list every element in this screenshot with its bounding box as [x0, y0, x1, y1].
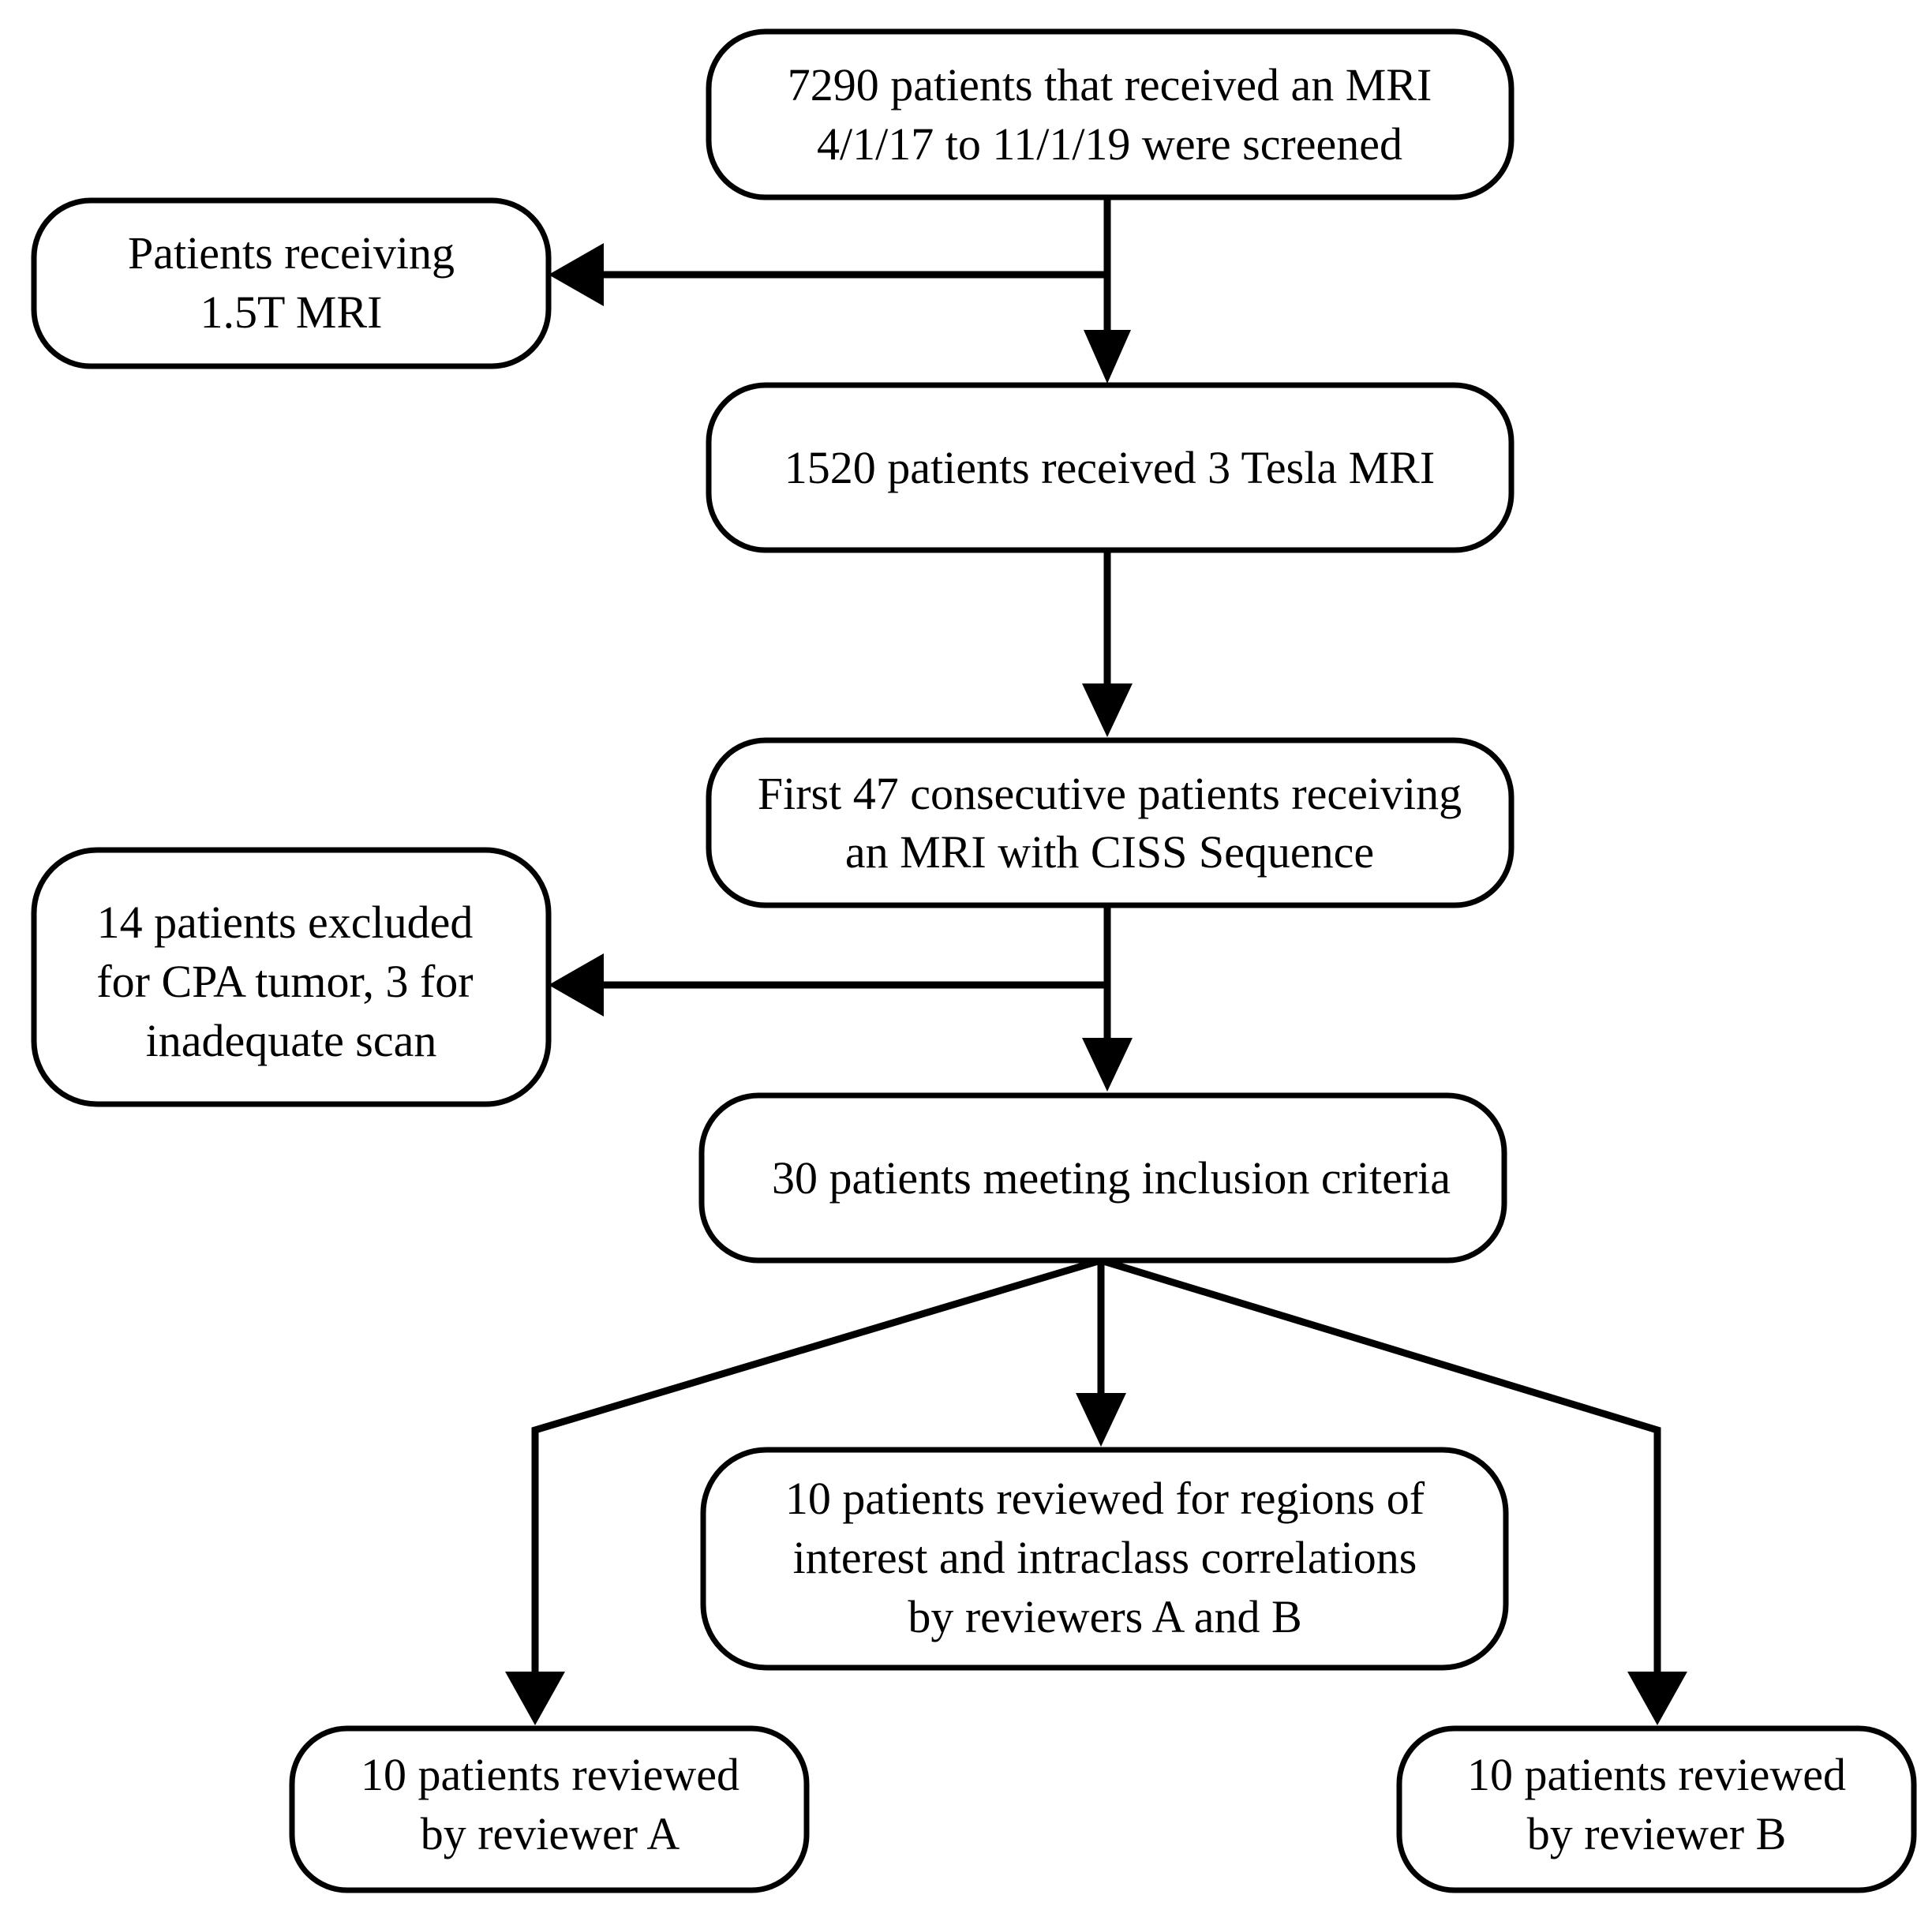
box-first-47-line-2: an MRI with CISS Sequence — [845, 826, 1374, 878]
box-excluded-15t-line-1: Patients receiving — [128, 227, 455, 279]
box-reviewer-a-line-2: by reviewer A — [421, 1808, 680, 1859]
box-first-47: First 47 consecutive patients receiving … — [706, 737, 1515, 908]
box-screened: 7290 patients that received an MRI 4/1/1… — [706, 28, 1515, 200]
box-first-47-line-1: First 47 consecutive patients receiving — [758, 768, 1462, 819]
box-received-3t: 1520 patients received 3 Tesla MRI — [706, 382, 1515, 553]
arrowhead-to-reviewer-a — [505, 1672, 565, 1725]
arrowhead-to-excluded-15t — [549, 243, 604, 306]
box-reviewed-both: 10 patients reviewed for regions of inte… — [700, 1447, 1509, 1671]
arrowhead-to-3t — [1084, 330, 1131, 384]
box-inclusion-line-1: 30 patients meeting inclusion criteria — [772, 1152, 1451, 1204]
box-reviewer-b-line-1: 10 patients reviewed — [1467, 1749, 1846, 1800]
arrowhead-to-excluded-cpa — [549, 953, 604, 1017]
box-excluded-cpa: 14 patients excluded for CPA tumor, 3 fo… — [31, 847, 552, 1107]
box-reviewer-a: 10 patients reviewed by reviewer A — [289, 1725, 810, 1893]
box-screened-line-2: 4/1/17 to 11/1/19 were screened — [817, 118, 1402, 170]
arrowhead-to-reviewed-both — [1076, 1393, 1126, 1447]
box-excluded-cpa-line-2: for CPA tumor, 3 for — [96, 956, 473, 1007]
box-received-3t-line-1: 1520 patients received 3 Tesla MRI — [784, 442, 1435, 493]
connectors — [505, 197, 1687, 1725]
arrowhead-to-first47 — [1082, 683, 1133, 737]
box-reviewed-both-line-3: by reviewers A and B — [908, 1591, 1301, 1642]
box-excluded-15t: Patients receiving 1.5T MRI — [31, 197, 552, 369]
connector-inclusion-to-reviewer-a — [531, 1256, 1103, 1677]
box-excluded-cpa-line-3: inadequate scan — [146, 1015, 437, 1066]
arrowhead-to-reviewer-b — [1627, 1672, 1687, 1725]
arrowhead-to-inclusion — [1082, 1038, 1133, 1092]
box-excluded-15t-line-2: 1.5T MRI — [200, 286, 383, 338]
box-screened-line-1: 7290 patients that received an MRI — [788, 59, 1432, 110]
box-reviewed-both-line-1: 10 patients reviewed for regions of — [785, 1473, 1425, 1524]
connector-inclusion-to-reviewer-b — [1099, 1256, 1661, 1677]
box-reviewer-a-line-1: 10 patients reviewed — [361, 1749, 739, 1800]
box-reviewer-b-line-2: by reviewer B — [1527, 1808, 1787, 1859]
box-reviewer-b: 10 patients reviewed by reviewer B — [1396, 1725, 1917, 1893]
box-reviewed-both-line-2: interest and intraclass correlations — [793, 1532, 1417, 1583]
box-inclusion: 30 patients meeting inclusion criteria — [698, 1092, 1507, 1264]
box-excluded-cpa-line-1: 14 patients excluded — [97, 897, 474, 948]
